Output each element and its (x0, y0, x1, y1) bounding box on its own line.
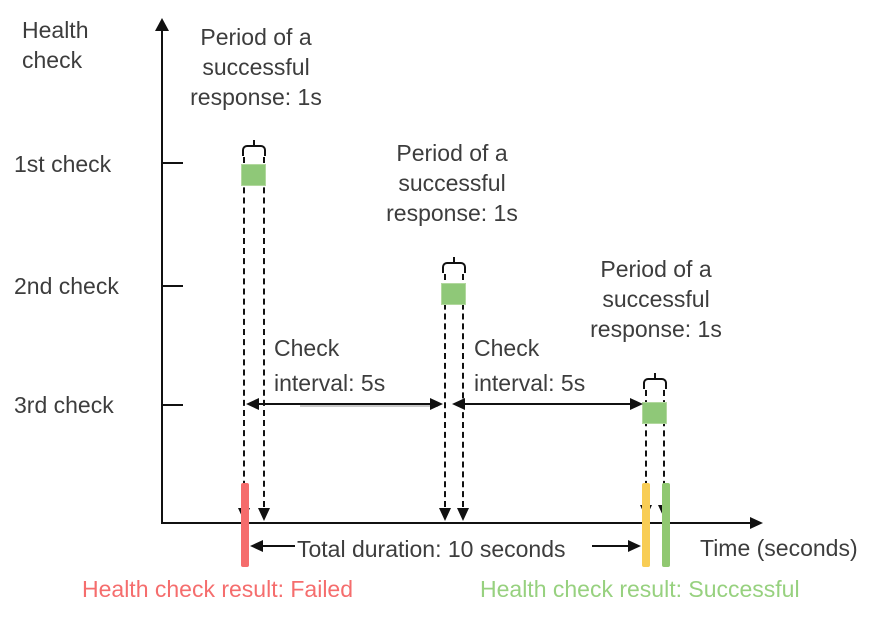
total-duration-right-line (592, 545, 629, 547)
total-duration-left-line (262, 545, 295, 547)
interval-label-2-line1: Check (474, 335, 540, 361)
dashed-line-check2-left (444, 274, 446, 507)
interval-label-1: Check interval: 5s (274, 331, 385, 400)
interval-arrow-1-right-icon (430, 398, 443, 410)
check2-success-square (441, 283, 466, 305)
down-arrow-check2-left-icon (439, 508, 451, 521)
period-brace-2-icon (442, 262, 466, 273)
dashed-line-check1-left (243, 157, 245, 507)
period-label-1: Period of a successful response: 1s (160, 23, 352, 113)
failed-result-caption: Health check result: Failed (82, 576, 354, 602)
period-label-2-line3: response: 1s (386, 199, 518, 226)
y-axis-line (161, 28, 163, 524)
dashed-line-check3-left (645, 390, 647, 507)
down-arrow-check2-right-icon (457, 508, 469, 521)
period-label-3-line2: successful (602, 285, 710, 312)
interval-label-1-line2: interval: 5s (274, 369, 386, 396)
dashed-line-check3-right (663, 390, 665, 507)
pending-result-bar (642, 483, 650, 567)
x-axis-arrow-right-icon (750, 517, 763, 529)
period-brace-3-icon (643, 378, 667, 389)
tick-2nd-check (162, 285, 183, 287)
check3-success-square (642, 402, 667, 424)
period-label-2-line2: successful (398, 169, 506, 196)
period-label-1-line2: successful (202, 53, 310, 80)
check1-success-square (241, 164, 266, 186)
y-axis-label: Health check (22, 17, 89, 73)
interval-label-1-line1: Check (274, 335, 340, 361)
tick-1st-check (162, 162, 183, 164)
period-brace-1-icon (242, 145, 266, 156)
period-label-2-line1: Period of a (396, 140, 508, 166)
period-label-2: Period of a successful response: 1s (356, 139, 548, 229)
total-duration-label: Total duration: 10 seconds (297, 536, 566, 562)
period-label-3-line3: response: 1s (590, 315, 722, 342)
x-axis-line (161, 522, 753, 524)
x-axis-label: Time (seconds) (700, 535, 858, 561)
dashed-line-check2-right (462, 274, 464, 507)
tick-3rd-check (162, 404, 183, 406)
label-3rd-check: 3rd check (14, 392, 114, 418)
y-axis-arrow-up-icon (155, 18, 169, 31)
interval-label-2: Check interval: 5s (474, 331, 585, 400)
interval-label-2-line2: interval: 5s (474, 369, 586, 396)
interval-arrow-2-right-icon (630, 398, 643, 410)
down-arrow-check1-right-icon (258, 508, 270, 521)
interval-arrow-1-shadow (300, 405, 438, 407)
total-duration-right-arrow-icon (628, 540, 641, 552)
success-result-bar (662, 483, 670, 567)
label-1st-check: 1st check (14, 151, 112, 177)
interval-arrow-2-left-icon (452, 398, 465, 410)
label-2nd-check: 2nd check (14, 273, 119, 299)
interval-arrow-1-line (257, 403, 433, 405)
total-duration-left-arrow-icon (250, 540, 263, 552)
dashed-line-check1-right (263, 157, 265, 507)
success-result-caption: Health check result: Successful (480, 576, 800, 602)
period-label-3: Period of a successful response: 1s (560, 255, 752, 345)
period-label-1-line3: response: 1s (190, 83, 322, 110)
failed-result-bar (241, 483, 249, 567)
period-label-1-line1: Period of a (200, 24, 312, 50)
period-label-3-line1: Period of a (600, 256, 712, 282)
interval-arrow-2-line (464, 403, 632, 405)
interval-arrow-1-left-icon (246, 398, 259, 410)
